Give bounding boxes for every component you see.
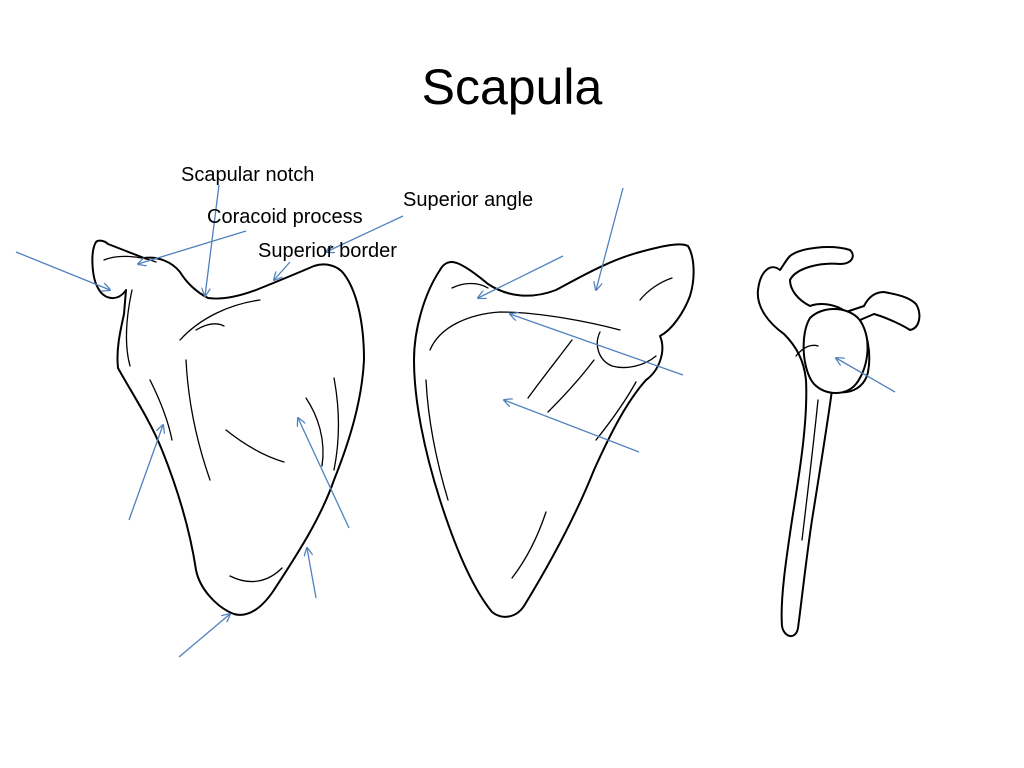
label-superior-angle: Superior angle	[403, 189, 534, 211]
leader-line-scapular-notch	[205, 184, 220, 296]
leader-line-glenoid-cavity	[836, 358, 896, 393]
leader-lines	[15, 184, 896, 658]
leader-line-acromion	[15, 251, 110, 290]
leader-line-anterior-acromion	[478, 255, 564, 298]
leader-line-lateral-border	[128, 425, 163, 521]
leader-line-superior-border	[274, 261, 291, 280]
leader-line-infraspinous-fossa	[298, 418, 350, 529]
label-coracoid-process: Coracoid process	[207, 206, 363, 228]
scapula-lateral-view	[756, 246, 921, 637]
leader-line-superior-angle	[326, 215, 404, 252]
slide-title: Scapula	[421, 59, 603, 115]
leader-line-subscapular-fossa	[504, 400, 640, 453]
label-scapular-notch: Scapular notch	[181, 164, 315, 186]
scapula-posterior-view	[91, 239, 365, 616]
leader-line-inferior-angle	[178, 614, 230, 658]
leader-line-anterior-superior-angle	[596, 187, 624, 290]
label-superior-border: Superior border	[258, 240, 397, 262]
leader-line-coracoid-process	[138, 230, 247, 264]
leader-line-medial-border	[307, 548, 317, 599]
scapula-anterior-view	[413, 243, 695, 618]
leader-line-coracoid-anterior	[510, 314, 684, 376]
